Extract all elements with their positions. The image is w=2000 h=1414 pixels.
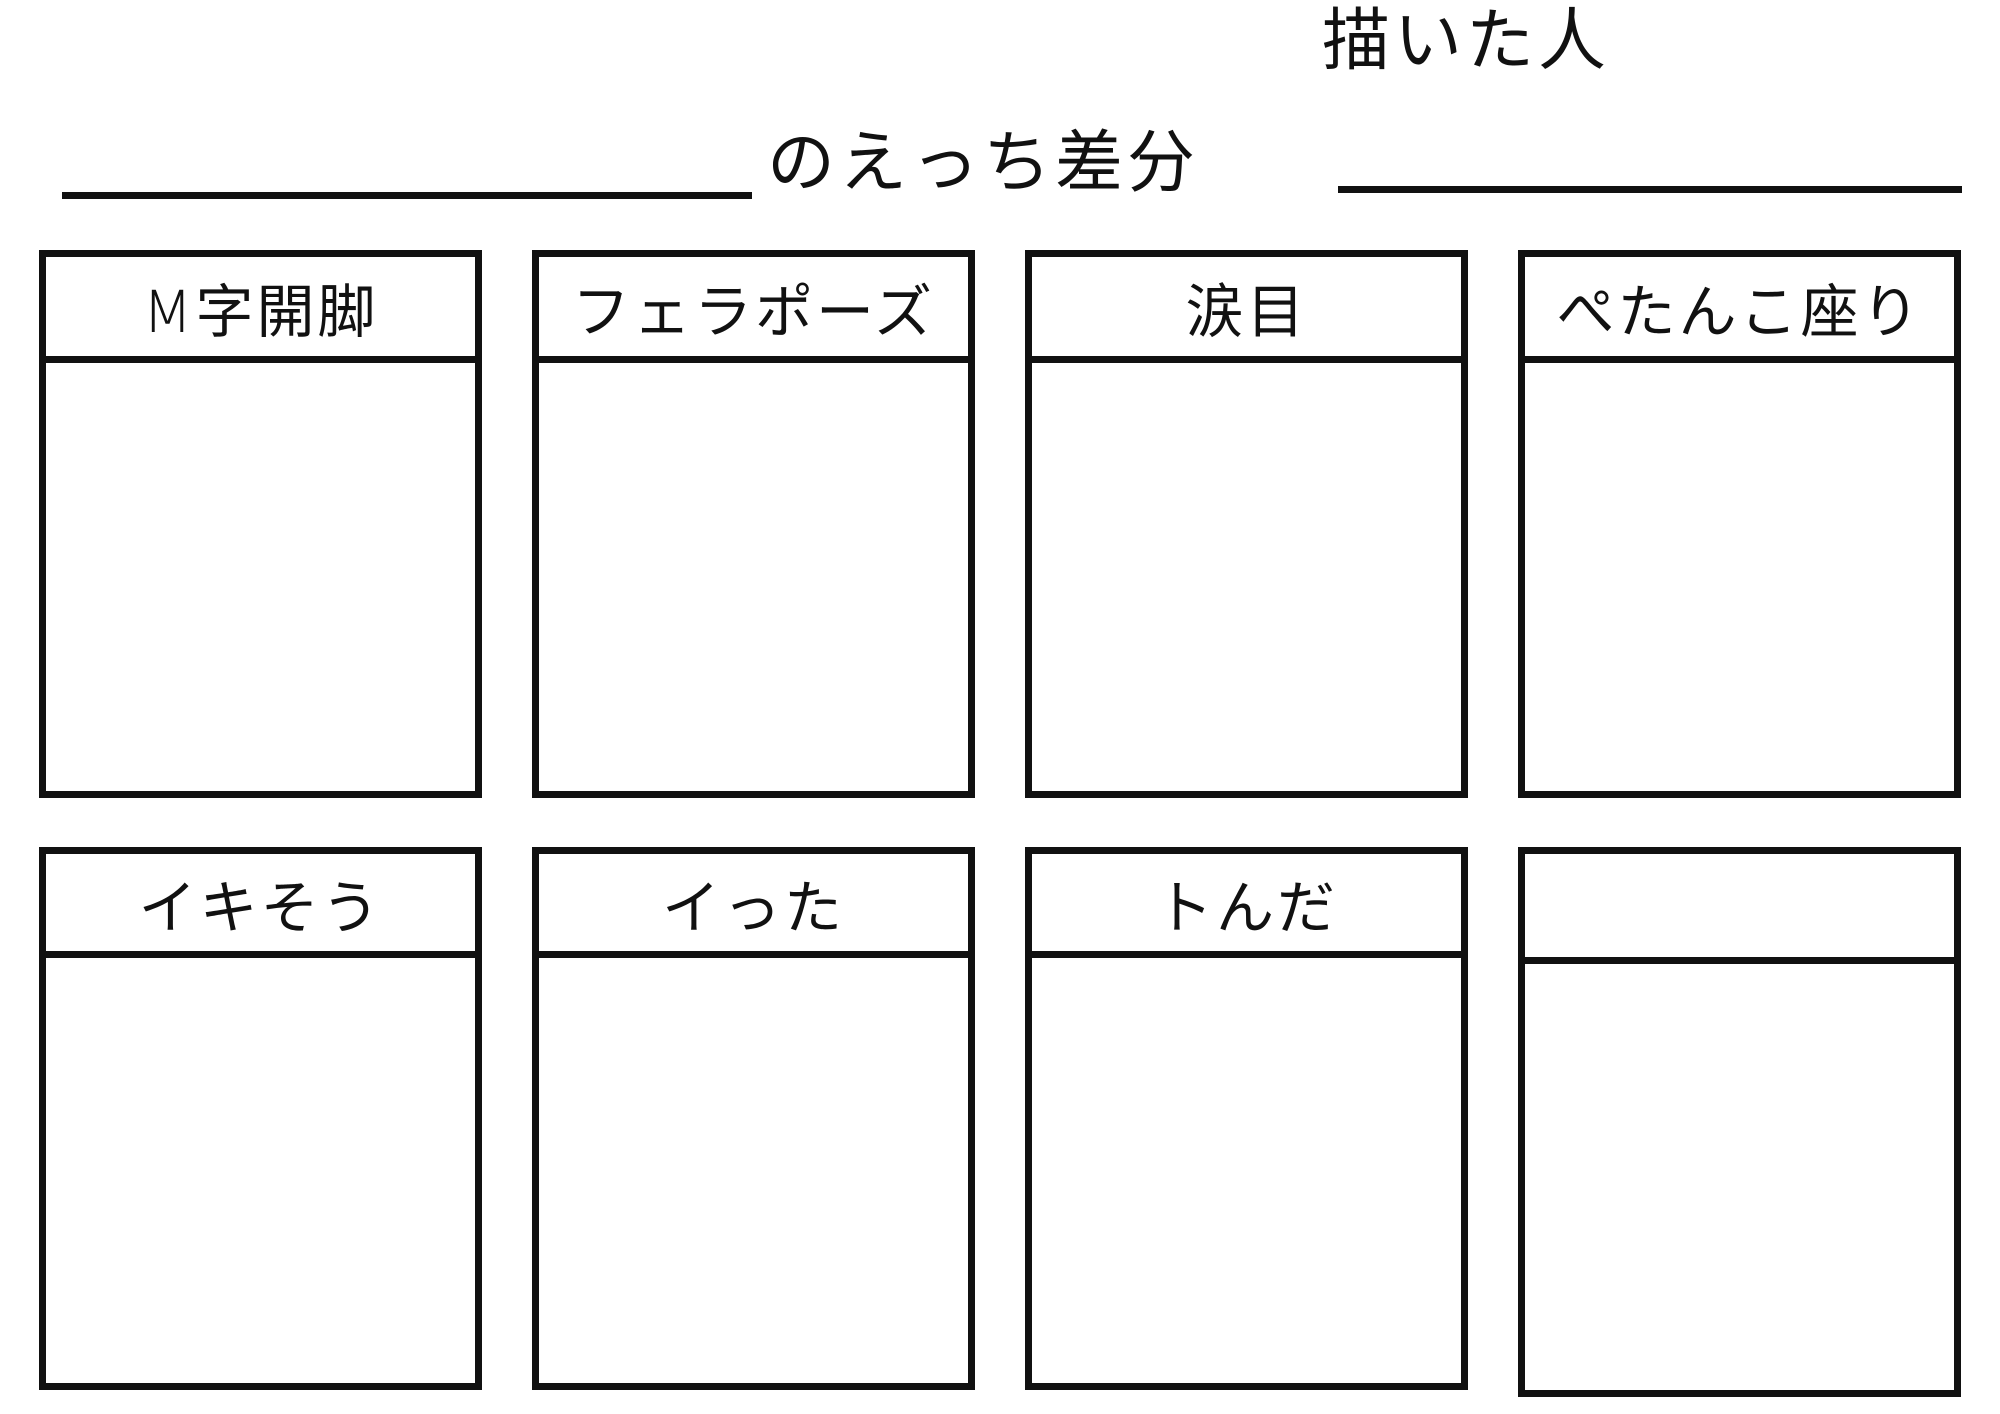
panel-label: 涙目	[1032, 257, 1461, 363]
panel-label	[1525, 854, 1954, 964]
panel-namidame: 涙目	[1025, 250, 1468, 798]
panel-ikisou: イキそう	[39, 847, 482, 1390]
author-label: 描いた人	[1322, 2, 1611, 81]
title-suffix: のえっち差分	[767, 124, 1200, 203]
panel-label: イった	[539, 854, 968, 958]
panel-m-ji-kaikyaku: M字開脚	[39, 250, 482, 798]
panel-tonda: トんだ	[1025, 847, 1468, 1390]
panel-label: トんだ	[1032, 854, 1461, 958]
character-name-blank-line	[62, 192, 752, 199]
panel-label: フェラポーズ	[539, 257, 968, 363]
author-name-blank-line	[1338, 186, 1962, 193]
panel-petanko-suwari: ぺたんこ座り	[1518, 250, 1961, 798]
panel-label: イキそう	[46, 854, 475, 958]
panel-label: M字開脚	[46, 257, 475, 363]
panel-blank	[1518, 847, 1961, 1397]
panel-itta: イった	[532, 847, 975, 1390]
panel-fera-pose: フェラポーズ	[532, 250, 975, 798]
panel-label: ぺたんこ座り	[1525, 257, 1954, 363]
